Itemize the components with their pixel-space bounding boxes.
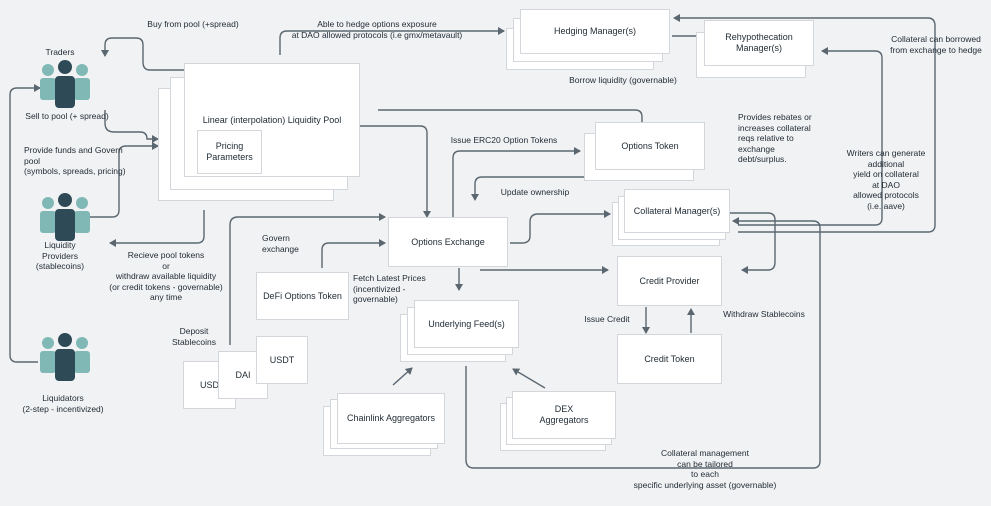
credit-provider-box: Credit Provider: [617, 256, 722, 306]
arrow-collateral-management: [465, 217, 821, 469]
arrow-receive-tokens: [109, 210, 205, 247]
options-exchange-box: Options Exchange: [388, 217, 508, 267]
dex-aggregators-label: DEX Aggregators: [539, 404, 589, 425]
arrow-buy-from-pool: [101, 37, 186, 71]
usdc-label: USD: [200, 379, 220, 390]
credit-provider-label: Credit Provider: [639, 275, 700, 286]
sell-to-pool-label: Sell to pool (+ spread): [25, 111, 109, 121]
liquidators-icon: [38, 333, 92, 388]
arrow-collateral-borrowed: [673, 14, 936, 233]
underlying-feeds-box: Underlying Feed(s): [414, 300, 519, 348]
arrow-deposit-stablecoins: [229, 213, 386, 345]
pricing-parameters-box: Pricing Parameters: [197, 130, 262, 174]
arrow-liquidators-loop: [9, 84, 41, 363]
underlying-feeds-label: Underlying Feed(s): [428, 318, 505, 329]
withdraw-stablecoins-label: Withdraw Stablecoins: [723, 309, 805, 319]
borrow-liquidity-label: Borrow liquidity (governable): [569, 75, 677, 85]
issue-credit-label: Issue Credit: [584, 314, 630, 324]
traders-label: Traders: [45, 47, 75, 57]
options-token-box: Options Token: [595, 122, 705, 170]
govern-exchange-label: Govern exchange: [262, 233, 299, 254]
writers-yield-label: Writers can generate additional yield on…: [846, 148, 926, 211]
arrow-dex-feed: [512, 368, 546, 389]
rehypothecation-manager-box: Rehypothecation Manager(s): [704, 20, 814, 66]
liquidity-providers-icon: [38, 193, 92, 248]
arrow-exchange-collateral: [510, 210, 611, 244]
arrow-sell-to-pool: [104, 110, 159, 143]
hedging-manager-label: Hedging Manager(s): [553, 26, 637, 36]
credit-token-box: Credit Token: [617, 334, 722, 384]
defi-options-token-box: DeFi Options Token: [256, 272, 349, 320]
traders-icon: [38, 60, 92, 115]
pricing-parameters-label: Pricing Parameters: [206, 141, 253, 162]
arrow-update-ownership: [471, 176, 598, 201]
provides-rebates-label: Provides rebates or increases collateral…: [738, 112, 812, 164]
arrow-provide-funds: [90, 142, 159, 218]
rehypothecation-manager-label: Rehypothecation Manager(s): [725, 32, 793, 53]
receive-pool-tokens-label: Recieve pool tokens or withdraw availabl…: [109, 250, 223, 302]
hedging-manager-box: Hedging Manager(s): [520, 9, 670, 54]
arrow-issue-erc20: [452, 147, 581, 217]
collateral-manager-box: Collateral Manager(s): [624, 189, 730, 233]
arrow-writers-rehypothecation: [738, 47, 883, 226]
chainlink-aggregators-box: Chainlink Aggregators: [337, 393, 445, 444]
credit-token-label: Credit Token: [644, 353, 695, 364]
issue-erc20-label: Issue ERC20 Option Tokens: [450, 135, 558, 145]
dex-aggregators-box: DEX Aggregators: [512, 391, 616, 439]
arrow-collateral-credit: [730, 212, 776, 274]
chainlink-aggregators-label: Chainlink Aggregators: [346, 413, 436, 423]
arrow-hedge-exposure: [279, 27, 505, 55]
dai-label: DAI: [235, 369, 251, 380]
provide-funds-label: Provide funds and Govern pool (symbols, …: [24, 145, 126, 176]
arrow-pool-exchange: [355, 125, 431, 218]
usdt-box: USDT: [256, 336, 308, 384]
fetch-prices-label: Fetch Latest Prices (incentivized - gove…: [353, 273, 426, 304]
collateral-management-label: Collateral management can be tailored to…: [633, 448, 777, 490]
hedge-exposure-label: Able to hedge options exposure at DAO al…: [291, 19, 463, 40]
buy-from-pool-label: Buy from pool (+spread): [147, 19, 239, 29]
arrow-pool-options-token: [378, 109, 643, 126]
usdt-label: USDT: [269, 354, 295, 365]
options-exchange-label: Options Exchange: [411, 236, 485, 247]
liquidity-pool-label: Linear (interpolation) Liquidity Pool: [202, 114, 342, 125]
liquidators-label: Liquidators (2-step - incentivized): [22, 393, 104, 414]
arrow-govern-exchange: [321, 239, 386, 268]
liquidity-providers-label: Liquidity Providers (stablecoins): [35, 240, 85, 271]
collateral-manager-label: Collateral Manager(s): [633, 205, 721, 216]
options-token-label: Options Token: [621, 140, 679, 151]
update-ownership-label: Update ownership: [500, 187, 570, 197]
arrow-chainlink-feed: [392, 367, 413, 386]
deposit-stablecoins-label: Deposit Stablecoins: [172, 326, 216, 347]
collateral-borrowed-label: Collateral can borrowed from exchange to…: [890, 34, 982, 55]
defi-options-token-label: DeFi Options Token: [263, 290, 342, 301]
